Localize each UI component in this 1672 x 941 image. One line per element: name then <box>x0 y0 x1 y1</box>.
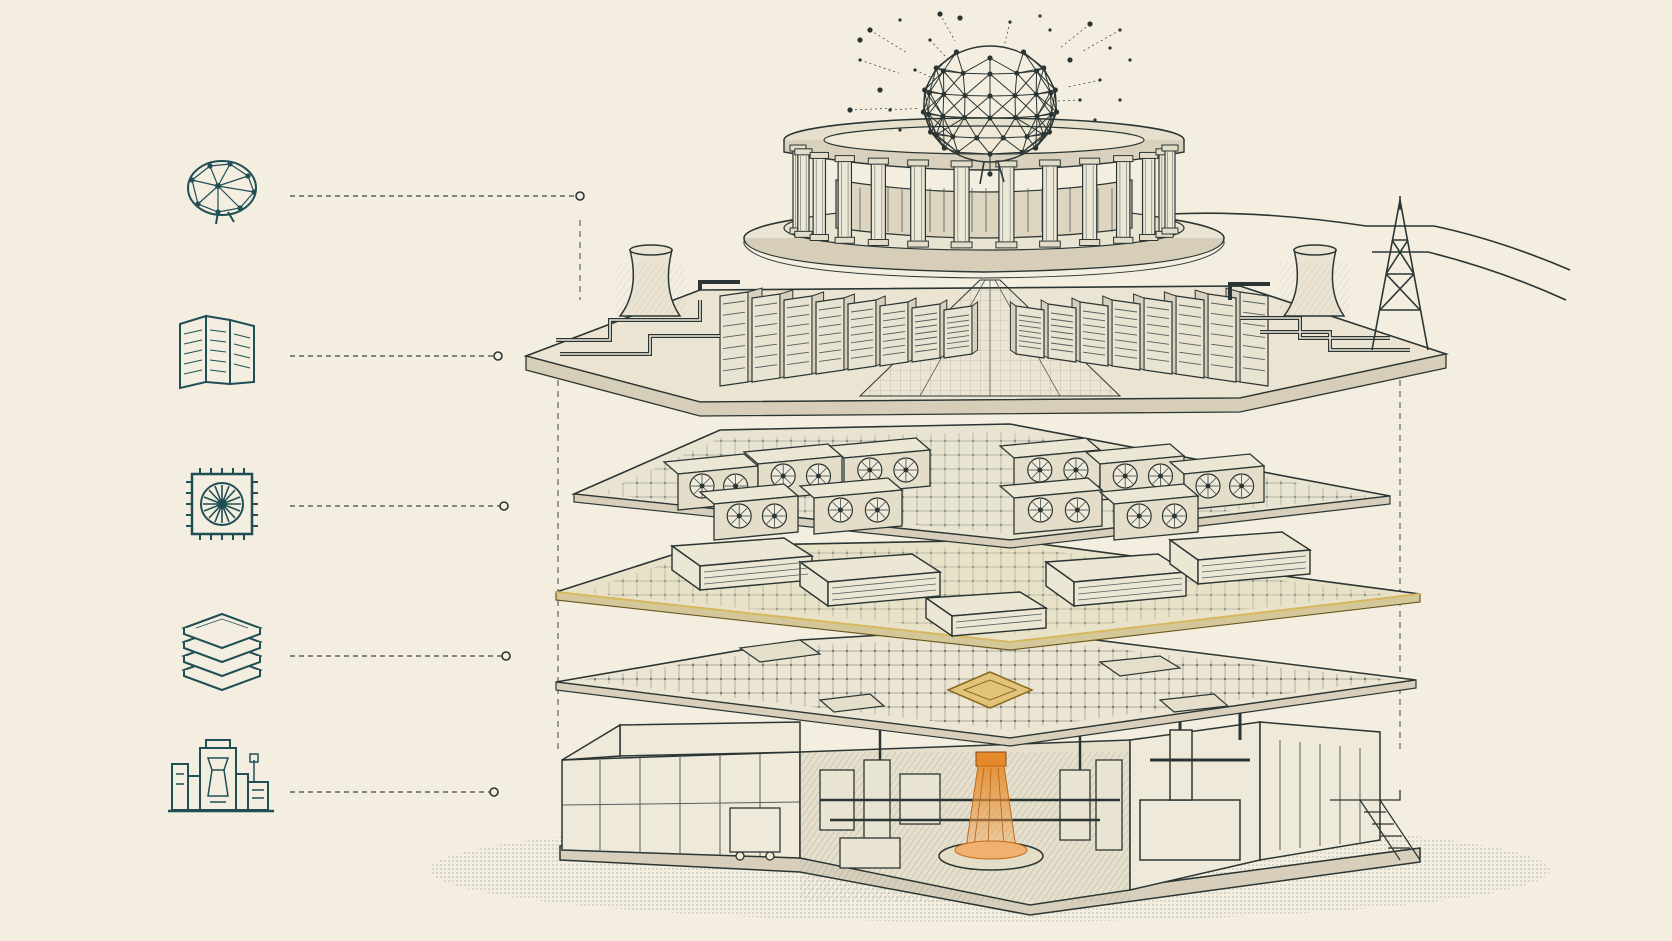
legend-leader-lines <box>290 195 576 793</box>
gpu-card <box>698 483 800 541</box>
server-rack <box>1071 297 1109 367</box>
server-rack <box>1009 301 1045 359</box>
chip-package-group <box>670 531 1313 638</box>
gpu-card <box>998 477 1104 535</box>
temple-column <box>1139 151 1159 242</box>
server-rack-icon <box>179 314 255 390</box>
data-center <box>523 196 1571 417</box>
temple-column <box>1039 159 1061 248</box>
temple-columns <box>789 144 1179 249</box>
temple-column <box>1113 155 1134 244</box>
fab-stairs <box>1330 790 1421 861</box>
lithography-beam <box>938 751 1044 871</box>
server-rack <box>1040 299 1077 363</box>
neural-network-temple <box>743 117 1225 279</box>
temple-column <box>1079 157 1101 247</box>
transmission-tower <box>1169 196 1571 351</box>
network-particles <box>847 11 1132 132</box>
server-racks-right <box>1009 287 1269 387</box>
gpu-cards <box>570 423 1391 549</box>
gpu-card <box>1168 453 1266 511</box>
server-racks-left <box>719 287 979 387</box>
cooling-fan-chip-icon <box>186 468 258 540</box>
temple-column <box>995 160 1018 249</box>
semiconductor-fab <box>430 710 1550 922</box>
temple-column <box>907 159 929 248</box>
temple-column <box>1161 144 1179 235</box>
stacked-layers-icon <box>181 612 263 692</box>
server-rack <box>879 297 917 367</box>
brain-network-icon <box>187 160 257 225</box>
legend <box>168 160 585 813</box>
temple-column <box>794 148 813 238</box>
fab-machine-icon <box>168 739 274 813</box>
circuit-board <box>555 627 1417 747</box>
temple-column <box>867 157 889 247</box>
gpu-card-group <box>662 437 1266 541</box>
temple-column <box>950 160 973 249</box>
server-rack <box>911 299 948 363</box>
chip-packages <box>555 531 1421 651</box>
gpu-card <box>798 477 904 535</box>
brain-network <box>920 45 1060 185</box>
server-rack <box>943 301 979 359</box>
gpu-card <box>1098 483 1200 541</box>
temple-column <box>809 151 829 242</box>
center-chip <box>946 671 1034 709</box>
temple-column <box>834 155 855 244</box>
